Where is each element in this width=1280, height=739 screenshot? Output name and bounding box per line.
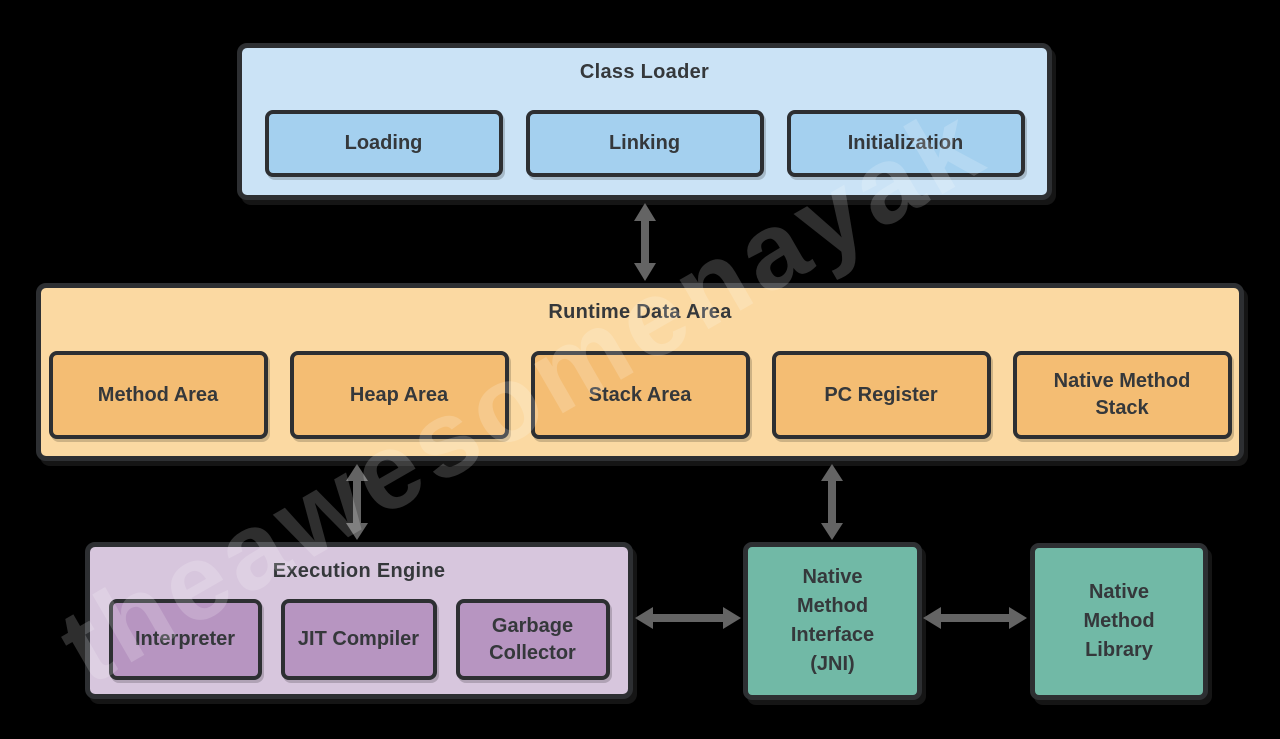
method-area-box: Method Area [48,351,268,439]
double-arrow-executionengine-jni-icon [635,607,741,629]
heap-area-box: Heap Area [289,351,509,439]
runtime-data-area-title: Runtime Data Area [548,301,732,323]
loading-box: Loading [264,110,503,177]
interpreter-box: Interpreter [108,599,262,680]
stack-area-box: Stack Area [530,351,750,439]
garbage-collector-box: Garbage Collector [455,599,610,680]
jni-line: Native [802,566,863,588]
native-library-line: Library [1085,639,1153,661]
class-loader-box: Class Loader Loading Linking Initializat… [237,43,1052,200]
class-loader-title: Class Loader [579,61,710,83]
double-arrow-jni-nativelibrary-icon [923,607,1027,629]
jit-compiler-box: JIT Compiler [280,599,437,680]
double-arrow-runtime-executionengine-icon [346,464,368,540]
native-method-library-box: Native Method Library [1030,543,1208,700]
native-method-stack-box: Native Method Stack [1012,351,1232,439]
native-library-line: Method [1083,610,1155,632]
double-arrow-runtime-jni-icon [821,464,843,540]
pc-register-box: PC Register [771,351,991,439]
class-loader-items: Loading Linking Initialization [242,110,1047,177]
native-method-interface-box: Native Method Interface (JNI) [743,542,922,700]
initialization-box: Initialization [786,110,1025,177]
execution-engine-items: Interpreter JIT Compiler Garbage Collect… [90,599,628,680]
runtime-data-area-box: Runtime Data Area Method Area Heap Area … [36,283,1244,461]
jni-line: (JNI) [810,653,855,675]
jni-line: Method [796,595,869,617]
double-arrow-classloader-runtime-icon [634,203,656,281]
runtime-items: Method Area Heap Area Stack Area PC Regi… [41,351,1239,439]
linking-box: Linking [525,110,764,177]
execution-engine-title: Execution Engine [272,560,446,582]
execution-engine-box: Execution Engine Interpreter JIT Compile… [85,542,633,699]
native-library-line: Native [1088,581,1150,603]
jni-line: Interface [790,624,875,646]
